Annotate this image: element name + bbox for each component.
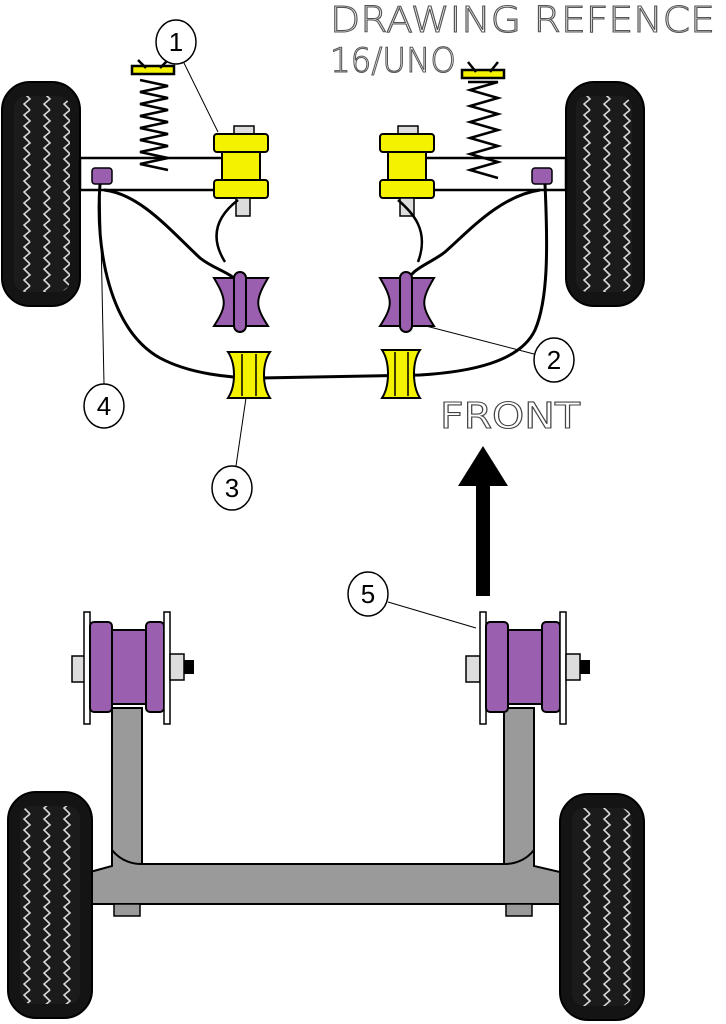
front-right-arm-bush xyxy=(378,271,436,333)
callout-2-number: 2 xyxy=(547,345,561,375)
callout-3-number: 3 xyxy=(225,473,239,503)
front-left-wheel xyxy=(1,81,81,307)
callout-5-number: 5 xyxy=(361,579,375,609)
callout-1-number: 1 xyxy=(169,27,183,57)
anti-roll-bar-right-bush xyxy=(380,349,422,399)
callout-4: 4 xyxy=(83,187,125,429)
front-left-top-bush xyxy=(213,125,269,217)
front-right-link-arm xyxy=(404,188,541,328)
front-label: FRONT xyxy=(440,396,581,437)
callout-5: 5 xyxy=(347,571,477,629)
callout-1: 1 xyxy=(155,19,219,133)
front-right-top-bush xyxy=(379,125,435,217)
front-left-arm-bush xyxy=(212,271,270,333)
rear-beam xyxy=(89,847,561,905)
front-suspension xyxy=(1,59,645,399)
anti-roll-bar xyxy=(97,183,549,380)
front-arrow-icon xyxy=(458,446,508,596)
rear-right-wheel xyxy=(559,793,645,1021)
front-left-drop-link-bush xyxy=(91,167,113,185)
rear-left-wheel xyxy=(7,791,93,1019)
callout-4-number: 4 xyxy=(97,391,111,421)
front-left-coil-spring xyxy=(130,59,176,172)
rear-right-mount-bush xyxy=(465,611,590,725)
rear-left-mount-bush xyxy=(71,611,194,725)
rear-suspension xyxy=(7,611,645,1021)
front-right-wheel xyxy=(565,81,645,307)
title: DRAWING REFENCE 16/UNO xyxy=(329,0,715,82)
front-direction-indicator: FRONT xyxy=(439,395,582,596)
front-right-drop-link-bush xyxy=(531,167,553,185)
front-left-link-arm xyxy=(103,188,242,328)
title-line-1: DRAWING REFENCE xyxy=(330,0,715,41)
callout-2: 2 xyxy=(425,325,575,383)
anti-roll-bar-left-bush xyxy=(226,351,272,399)
front-right-coil-spring xyxy=(460,61,506,180)
title-line-2: 16/UNO xyxy=(330,41,456,81)
callout-3: 3 xyxy=(211,397,253,511)
